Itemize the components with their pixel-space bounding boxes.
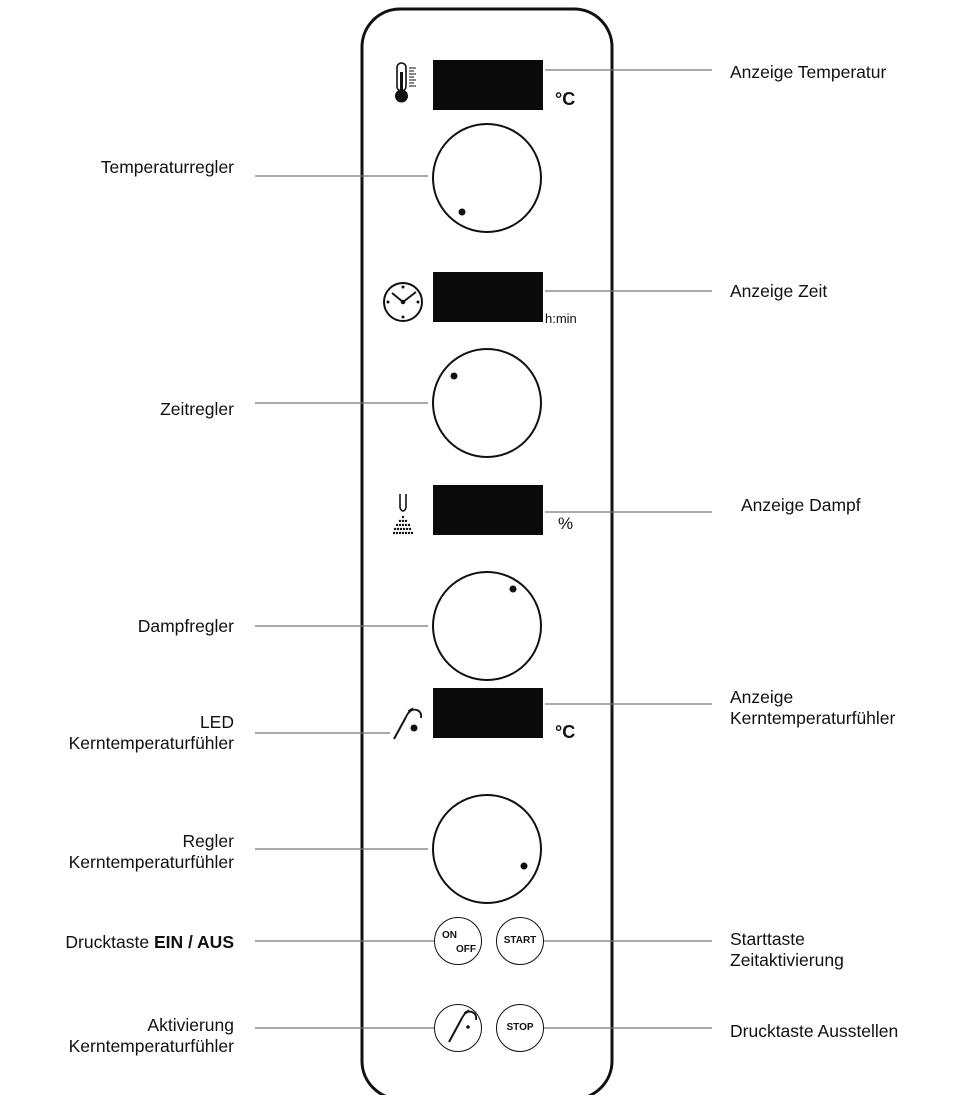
steam-display [433, 485, 543, 535]
label-core-knob-line1: Regler [182, 831, 234, 851]
label-activation-line1: Aktivierung [147, 1015, 234, 1035]
label-core-knob: Regler Kerntemperaturfühler [69, 831, 234, 873]
label-temperature-display-text: Anzeige Temperatur [730, 62, 887, 82]
time-knob-indicator [450, 372, 458, 380]
label-time-knob: Zeitregler [160, 399, 234, 420]
label-stop-text: Drucktaste Ausstellen [730, 1021, 899, 1041]
core-temperature-display [433, 688, 543, 738]
label-start-line2: Zeitaktivierung [730, 950, 844, 970]
time-unit: h:min [545, 311, 577, 326]
label-start-line1: Starttaste [730, 929, 805, 949]
steam-unit: % [558, 514, 574, 533]
core-temperature-knob-indicator [520, 862, 528, 870]
temperature-knob[interactable] [432, 123, 542, 233]
label-led-core-probe-line1: LED [199, 712, 234, 732]
control-panel-outline [360, 7, 614, 1095]
temperature-unit: °C [555, 89, 576, 109]
clock-icon [383, 282, 423, 322]
time-knob[interactable] [432, 348, 542, 458]
steam-knob-indicator [509, 585, 517, 593]
label-on-off-bold: EIN / AUS [153, 932, 234, 952]
temperature-knob-indicator [458, 208, 466, 216]
label-on-off: Drucktaste EIN / AUS [65, 932, 234, 953]
on-off-button[interactable]: ON OFF [434, 917, 482, 965]
start-button-label: START [503, 935, 537, 946]
label-on-off-prefix: Drucktaste [65, 932, 150, 952]
label-temperature-knob-text: Temperaturregler [100, 157, 234, 177]
label-core-knob-line2: Kerntemperaturfühler [68, 852, 234, 872]
core-probe-activation-button[interactable] [434, 1004, 482, 1052]
steam-knob[interactable] [432, 571, 542, 681]
temperature-display [433, 60, 543, 110]
label-led-core-probe-line2: Kerntemperaturfühler [68, 733, 234, 753]
label-temperature-knob: Temperaturregler [101, 157, 234, 178]
steam-icon [392, 494, 414, 535]
label-temperature-display: Anzeige Temperatur [730, 62, 886, 83]
label-core-display-line1: Anzeige [730, 687, 794, 707]
core-probe-led [410, 724, 418, 732]
stop-button-label: STOP [506, 1022, 534, 1033]
on-off-button-off-label: OFF [456, 944, 476, 955]
label-core-display-line2: Kerntemperaturfühler [730, 708, 896, 728]
time-display [433, 272, 543, 322]
label-time-knob-text: Zeitregler [160, 399, 234, 419]
label-led-core-probe: LED Kerntemperaturfühler [69, 712, 234, 754]
label-activation: Aktivierung Kerntemperaturfühler [69, 1015, 234, 1057]
label-steam-knob-text: Dampfregler [137, 616, 234, 636]
label-stop: Drucktaste Ausstellen [730, 1021, 898, 1042]
thermometer-icon [395, 62, 416, 103]
core-temperature-knob[interactable] [432, 794, 542, 904]
label-steam-display-text: Anzeige Dampf [741, 495, 861, 515]
stop-button[interactable]: STOP [496, 1004, 544, 1052]
label-start: Starttaste Zeitaktivierung [730, 929, 844, 971]
label-time-display: Anzeige Zeit [730, 281, 827, 302]
start-button[interactable]: START [496, 917, 544, 965]
core-temperature-unit: °C [555, 722, 576, 742]
core-probe-icon [393, 707, 423, 740]
label-steam-knob: Dampfregler [138, 616, 234, 637]
label-core-display: Anzeige Kerntemperaturfühler [730, 687, 895, 729]
label-activation-line2: Kerntemperaturfühler [68, 1036, 234, 1056]
label-time-display-text: Anzeige Zeit [730, 281, 828, 301]
label-steam-display: Anzeige Dampf [741, 495, 861, 516]
on-off-button-on-label: ON [442, 930, 457, 941]
